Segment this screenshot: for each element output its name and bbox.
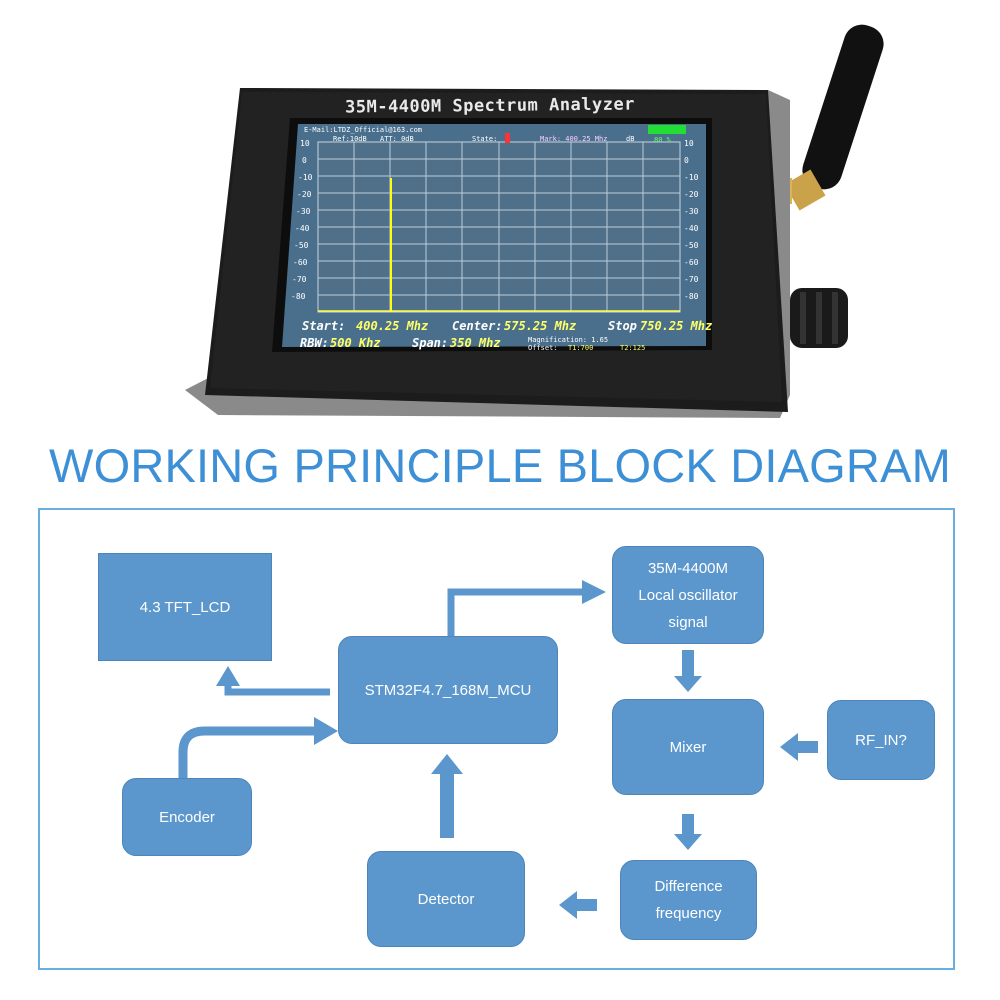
mixer-block: Mixer <box>612 699 764 795</box>
battery-icon <box>648 125 686 134</box>
y-tick-right: -10 <box>684 173 699 182</box>
arrow-detector-to-mcu <box>440 772 454 838</box>
y-tick-right: 10 <box>684 139 694 148</box>
mcu-label: STM32F4.7_168M_MCU <box>364 681 532 699</box>
arrow-mixer-to-diff <box>682 814 694 836</box>
t2-value: T2:125 <box>620 344 646 352</box>
offset-label: Offset: <box>528 344 558 352</box>
diagram-frame <box>38 508 955 970</box>
arrow-rf-to-mixer <box>796 741 818 753</box>
lo-label-line: signal <box>668 613 708 631</box>
lcd-block: 4.3 TFT_LCD <box>98 553 272 661</box>
center-value: 575.25 Mhz <box>504 319 577 333</box>
arrowhead-mixer-to-diff <box>674 834 702 850</box>
local-oscillator-block: 35M-4400M Local oscillator signal <box>612 546 764 644</box>
lcd-label: 4.3 TFT_LCD <box>139 598 231 616</box>
rf-in-label: RF_IN? <box>855 731 907 749</box>
encoder-block: Encoder <box>122 778 252 856</box>
device-photo: 35M-4400M Spectrum Analyzer E-Mail:LTDZ_… <box>0 0 1000 430</box>
y-tick-left: -80 <box>291 292 306 301</box>
y-tick-left: -40 <box>295 224 310 233</box>
arrowhead-lo-to-mixer <box>674 676 702 692</box>
y-tick-left: 0 <box>302 156 307 165</box>
y-tick-right: -70 <box>684 275 699 284</box>
arrowhead-detector-to-mcu <box>431 754 463 774</box>
mcu-block: STM32F4.7_168M_MCU <box>338 636 558 744</box>
center-label: Center: <box>452 319 503 333</box>
arrow-diff-to-detector <box>575 899 597 911</box>
rf-in-block: RF_IN? <box>827 700 935 780</box>
arrow-encoder-to-mcu <box>178 726 316 778</box>
y-tick-right: -30 <box>684 207 699 216</box>
state-indicator <box>505 133 510 143</box>
y-tick-right: -20 <box>684 190 699 199</box>
arrow-mcu-to-lcd <box>224 684 330 696</box>
y-tick-right: -40 <box>684 224 699 233</box>
detector-block: Detector <box>367 851 525 947</box>
difference-frequency-block: Difference frequency <box>620 860 757 940</box>
encoder-label: Encoder <box>159 808 215 826</box>
arrow-lo-to-mixer <box>682 650 694 678</box>
y-tick-left: -20 <box>297 190 312 199</box>
y-tick-left: -10 <box>298 173 313 182</box>
screen-att: ATT: 0dB <box>380 135 414 143</box>
diff-label-line: Difference <box>654 878 723 895</box>
screen-db: dB <box>626 135 635 143</box>
mixer-label: Mixer <box>669 738 707 756</box>
y-tick-right: -50 <box>684 241 699 250</box>
lo-label-line: Local oscillator <box>638 586 738 604</box>
t1-value: T1:700 <box>568 344 594 352</box>
arrowhead-mcu-to-lcd <box>216 666 240 686</box>
screen-battery: 80 % <box>654 136 671 144</box>
arrowhead-encoder-to-mcu <box>314 717 338 745</box>
start-value: 400.25 Mhz <box>356 319 429 333</box>
y-tick-left: -60 <box>293 258 308 267</box>
y-tick-left: -30 <box>296 207 311 216</box>
stop-label: Stop <box>608 319 637 333</box>
screen-state: State: <box>472 135 498 143</box>
arrowhead-diff-to-detector <box>559 891 577 919</box>
page-title: WORKING PRINCIPLE BLOCK DIAGRAM <box>49 439 951 492</box>
y-tick-right: 0 <box>684 156 689 165</box>
stop-value: 750.25 Mhz <box>640 319 713 333</box>
detector-label: Detector <box>417 890 475 908</box>
arrow-mcu-to-lo <box>447 588 585 636</box>
y-tick-left: -50 <box>294 241 309 250</box>
lo-label-line: 35M-4400M <box>647 559 729 577</box>
y-tick-right: -60 <box>684 258 699 267</box>
device-illustration <box>185 24 884 418</box>
start-label: Start: <box>302 319 346 333</box>
magnification: Magnification: 1.65 <box>528 336 609 344</box>
screen-mark: Mark: 400.25 Mhz <box>540 135 608 143</box>
span-label: Span: <box>412 336 449 350</box>
rbw-value: 500 Khz <box>330 336 381 350</box>
spectrum-trace <box>318 178 680 312</box>
span-value: 350 Mhz <box>450 336 501 350</box>
screen-ref: Ref:10dB <box>333 135 367 143</box>
y-tick-left: 10 <box>300 139 310 148</box>
y-tick-left: -70 <box>292 275 307 284</box>
screen-email: E-Mail:LTDZ_Official@163.com <box>304 126 423 134</box>
diff-label-line: frequency <box>655 905 722 922</box>
arrowhead-rf-to-mixer <box>780 733 798 761</box>
plot-grid <box>317 141 681 313</box>
y-tick-right: -80 <box>684 292 699 301</box>
arrowhead-mcu-to-lo <box>582 580 606 604</box>
rbw-label: RBW: <box>300 336 329 350</box>
